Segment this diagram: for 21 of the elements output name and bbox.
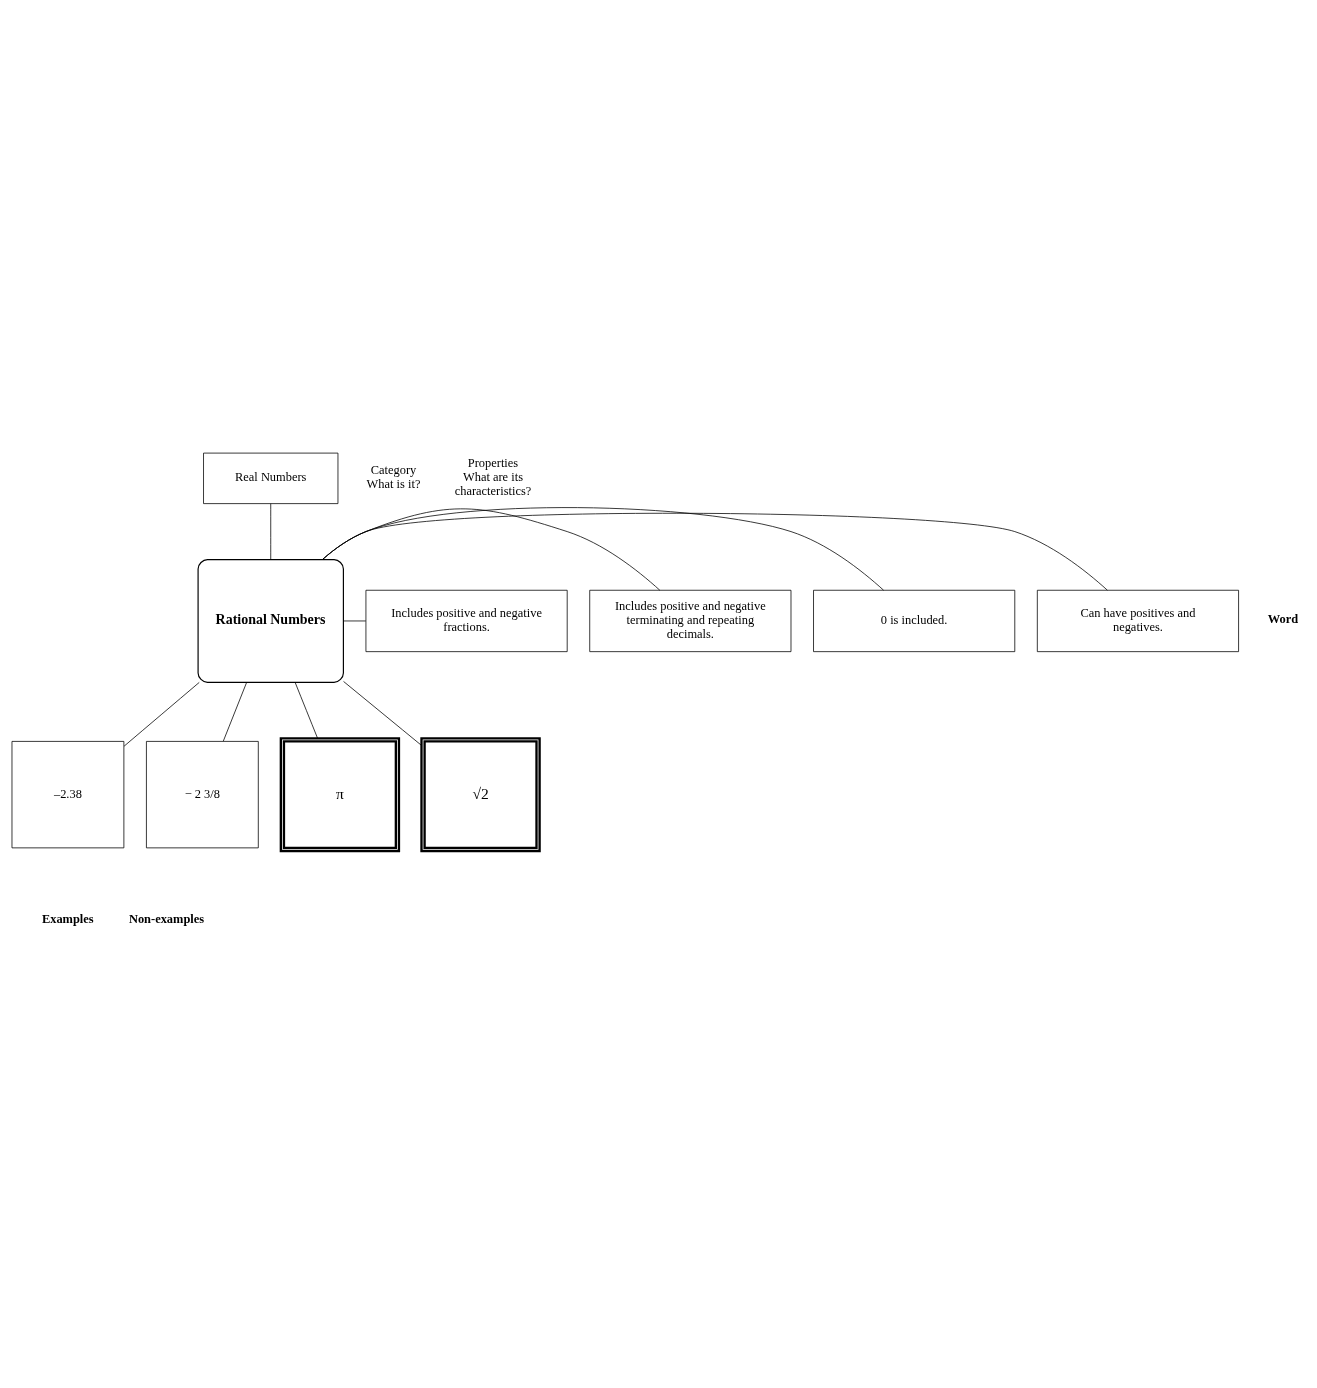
connector bbox=[343, 620, 367, 622]
node-box: − 2 3/8 bbox=[146, 741, 259, 849]
node-box: –2.38 bbox=[11, 741, 125, 849]
connector bbox=[222, 682, 247, 742]
node-box: Includes positive and negative terminating and repeating decimals. bbox=[589, 589, 792, 653]
node-box: Includes positive and negative fractions. bbox=[365, 589, 568, 653]
label: Examples bbox=[41, 912, 94, 927]
node-box: Can have positives and negatives. bbox=[1036, 589, 1239, 653]
label: Word bbox=[1267, 612, 1299, 627]
connector bbox=[270, 503, 272, 560]
label: Category What is it? bbox=[366, 463, 421, 492]
node-box: 0 is included. bbox=[813, 589, 1016, 653]
label: Properties What are its characteristics? bbox=[454, 456, 532, 499]
node-box: Real Numbers bbox=[203, 452, 339, 504]
connector bbox=[343, 681, 422, 746]
connector bbox=[123, 682, 200, 747]
node-box: Rational Numbers bbox=[197, 559, 344, 683]
connector bbox=[322, 507, 884, 591]
connector bbox=[294, 682, 318, 739]
connector bbox=[322, 508, 661, 591]
label: Non-examples bbox=[128, 912, 205, 927]
